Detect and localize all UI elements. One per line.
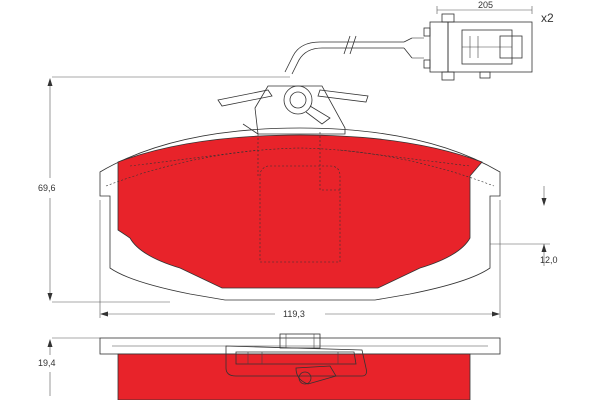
width-label: 119,3	[283, 309, 305, 319]
thickness-dimension: 19,4	[38, 337, 100, 396]
thickness-label: 19,4	[38, 358, 56, 368]
friction-layer-side	[117, 353, 471, 400]
wear-sensor-connector: 205 x2	[412, 0, 554, 81]
brake-pad-side-view	[99, 333, 501, 400]
inner-offset-dimension: 12,0	[490, 186, 558, 266]
friction-material	[117, 134, 483, 289]
height-dimension: 69,6	[38, 76, 290, 303]
width-dimension: 119,3	[99, 200, 501, 319]
wire-length-label: 205	[478, 0, 493, 10]
retaining-clip	[217, 85, 369, 135]
brake-pad-front-view	[99, 127, 501, 301]
sensor-wire	[284, 35, 413, 75]
inner-offset-label: 12,0	[540, 255, 558, 265]
quantity-label: x2	[541, 11, 554, 25]
height-label: 69,6	[38, 183, 56, 193]
